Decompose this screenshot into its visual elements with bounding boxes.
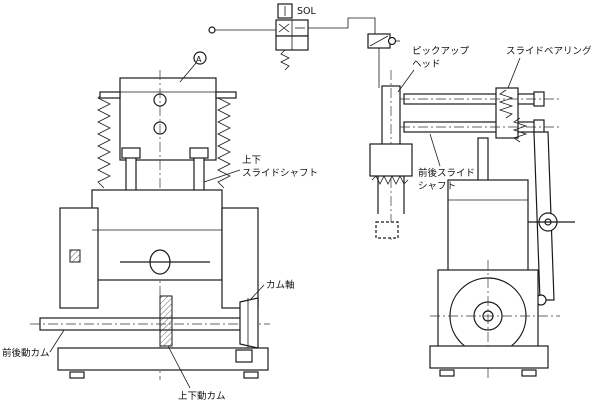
- air-supply-port: [208, 26, 216, 34]
- pneumatic-circuit: SOL: [208, 3, 400, 88]
- up-down-label-1: 上下: [242, 155, 261, 166]
- solenoid-valve-icon: [275, 3, 309, 71]
- circle-a-marker: [193, 51, 207, 65]
- left-front-view: A 上下 スライドシャフト カム: [2, 51, 318, 402]
- up-down-cam-label: 上下動カム: [178, 391, 226, 402]
- base-plate: [57, 347, 269, 371]
- slide-bearing-label: スライドベアリング: [506, 45, 592, 57]
- bearing-spring-bottom-icon: [512, 117, 528, 143]
- cam-shaft-label: カム軸: [266, 279, 295, 291]
- valve-spring-icon: [280, 49, 290, 71]
- left-side-plate: [59, 207, 99, 309]
- front-back-cam-label: 前後動カム: [2, 347, 50, 359]
- check-valve-icon: [367, 33, 400, 49]
- cam-gear: [239, 297, 259, 349]
- front-back-shaft-label-1: 前後スライド: [418, 167, 475, 179]
- up-down-cam: [159, 295, 173, 347]
- circle-a-label: A: [196, 55, 202, 64]
- bearing-spring-top-icon: [498, 89, 514, 119]
- pickup-head-label-2: ヘッド: [412, 59, 441, 70]
- pickup-head-body: [369, 143, 413, 177]
- left-spring-icon: [97, 91, 111, 189]
- slide-bearing-block: [495, 87, 519, 139]
- front-back-shaft-label-2: シャフト: [418, 181, 456, 192]
- pilot-line: [308, 17, 376, 36]
- right-side-view: ピックアップ ヘッド スライドベアリング 前後スライド シャフト: [369, 45, 592, 380]
- up-down-label-2: スライドシャフト: [242, 168, 318, 179]
- right-base-plate: [429, 345, 549, 369]
- right-spring-icon: [217, 91, 231, 189]
- pickup-head-label-1: ピックアップ: [412, 46, 470, 57]
- right-side-plate: [221, 207, 259, 309]
- pickup-nozzle: [375, 221, 399, 239]
- sol-label: SOL: [297, 6, 317, 17]
